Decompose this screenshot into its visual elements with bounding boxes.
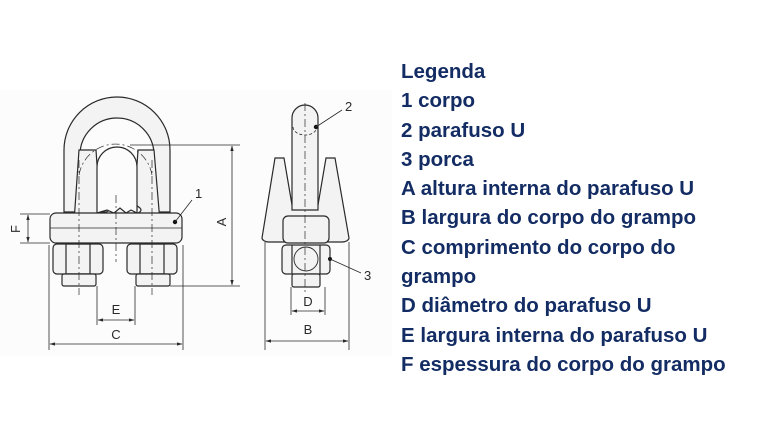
legend-item-c-continued: grampo bbox=[401, 265, 477, 289]
dimension-label-c: C bbox=[111, 327, 120, 342]
dimension-label-f: F bbox=[8, 225, 23, 233]
legend-item-2-parafuso: 2 parafuso U bbox=[401, 118, 526, 142]
legend-item-e: E largura interna do parafuso U bbox=[401, 323, 708, 347]
part-label-2: 2 bbox=[345, 99, 352, 114]
side-view bbox=[261, 103, 350, 295]
front-view-dimensions bbox=[20, 144, 240, 350]
legend-title: Legenda bbox=[401, 60, 486, 83]
body-block-side bbox=[282, 215, 330, 244]
legend-item-a: A altura interna do parafuso U bbox=[401, 177, 695, 201]
part-label-3: 3 bbox=[364, 268, 371, 283]
part-label-1: 1 bbox=[195, 186, 202, 201]
legend-item-b: B largura do corpo do grampo bbox=[401, 206, 696, 230]
legend-item-f: F espessura do corpo do grampo bbox=[401, 352, 726, 376]
dimension-label-b: B bbox=[304, 322, 313, 337]
dimension-label-d: D bbox=[303, 294, 312, 309]
nut-left bbox=[52, 243, 104, 275]
front-view bbox=[49, 96, 183, 295]
legend: Legenda 1 corpo 2 parafuso U 3 porca A a… bbox=[401, 57, 768, 379]
legend-item-3-porca: 3 porca bbox=[401, 147, 474, 171]
dimension-label-a: A bbox=[214, 217, 229, 226]
legend-item-1-corpo: 1 corpo bbox=[401, 89, 476, 113]
legend-item-c: C comprimento do corpo do bbox=[401, 235, 676, 259]
legend-item-d: D diâmetro do parafuso U bbox=[401, 294, 652, 318]
dimension-label-e: E bbox=[112, 302, 121, 317]
technical-drawing: A F E C 1 2 3 D B bbox=[8, 96, 371, 350]
nut-side bbox=[281, 244, 331, 275]
side-view-dimensions bbox=[264, 109, 362, 350]
